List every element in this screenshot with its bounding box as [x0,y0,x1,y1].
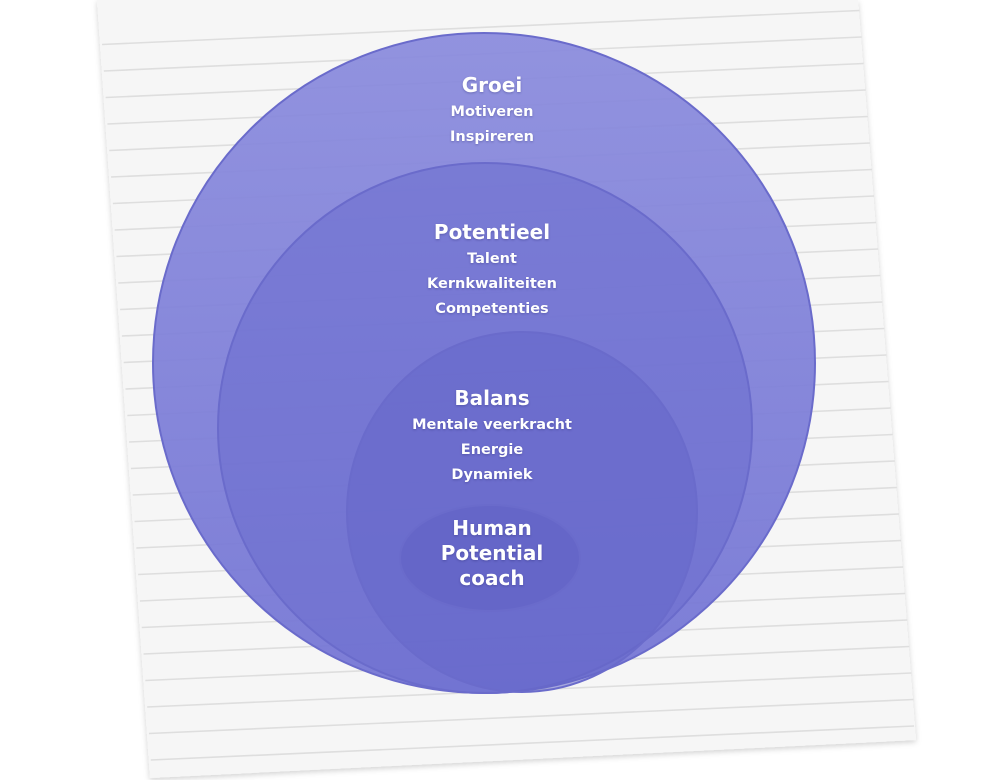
layer-item: Motiveren [450,104,534,120]
core-line: coach [459,566,525,590]
paper-line [101,9,860,46]
layer-item: Talent [467,251,517,267]
layer-item: Dynamiek [451,467,533,483]
core-line: Human [452,516,532,540]
core-line: Potential [440,541,544,565]
paper-line [150,725,915,761]
paper-line [148,698,914,735]
layer-item: Kernkwaliteiten [427,276,557,292]
ellipse-core [399,504,581,612]
layer-title-potentieel: Potentieel [433,220,551,244]
layer-item: Mentale veerkracht [412,417,572,433]
layer-title-groei: Groei [461,73,523,97]
layer-item: Competenties [435,301,549,317]
layer-item: Inspireren [450,129,534,145]
layer-item: Energie [460,442,524,458]
layer-title-balans: Balans [454,386,530,410]
